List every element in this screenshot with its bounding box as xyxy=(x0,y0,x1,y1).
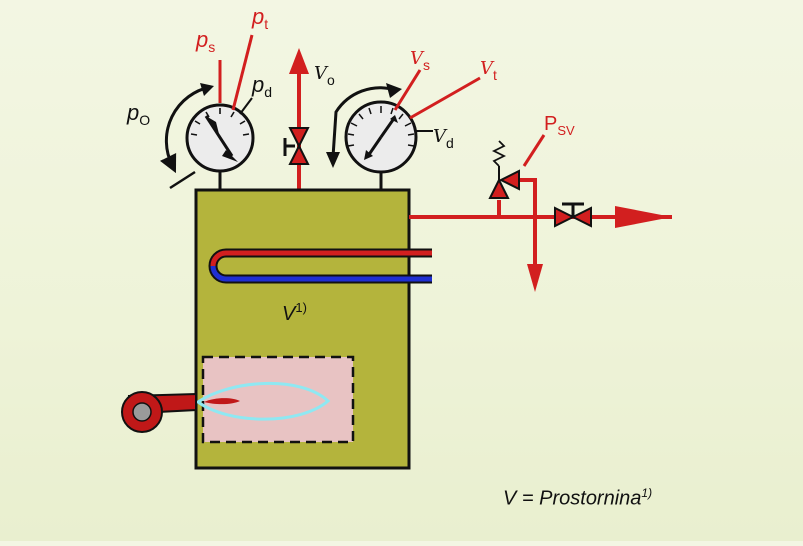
po-pointer xyxy=(169,170,196,190)
label-vd: Vd xyxy=(433,126,454,151)
label-pd: pd xyxy=(251,72,272,100)
label-vs: Vs xyxy=(410,48,430,73)
caption-text: V = Prostornina xyxy=(503,487,642,510)
top-valve xyxy=(283,127,310,165)
vs-pointer xyxy=(393,69,422,111)
po-rotation-arrow xyxy=(159,85,211,174)
coil-cold xyxy=(210,265,432,282)
label-ps: ps xyxy=(195,27,215,55)
volume-gauge xyxy=(344,100,418,174)
label-vt: Vt xyxy=(480,58,497,83)
drain-arrow xyxy=(527,264,543,292)
pd-pointer xyxy=(239,97,253,115)
burner xyxy=(121,391,197,433)
pt-pointer xyxy=(231,34,254,111)
main-valve xyxy=(554,202,592,228)
label-psv: PSV xyxy=(544,113,575,138)
volume-caption: V = Prostornina1) xyxy=(503,486,652,511)
vt-pointer xyxy=(409,76,481,120)
pressure-gauge xyxy=(185,103,255,173)
psv-pointer xyxy=(522,134,546,167)
volume-label: V1) xyxy=(282,300,307,325)
vo-rotation-arrow xyxy=(331,86,396,158)
safety-valve xyxy=(488,140,520,199)
label-po: pO xyxy=(126,100,150,128)
label-vo: Vo xyxy=(314,63,335,88)
caption-footnote: 1) xyxy=(641,486,653,500)
top-outlet-arrow xyxy=(289,48,309,74)
label-pt: pt xyxy=(251,4,268,32)
flame xyxy=(195,381,331,421)
